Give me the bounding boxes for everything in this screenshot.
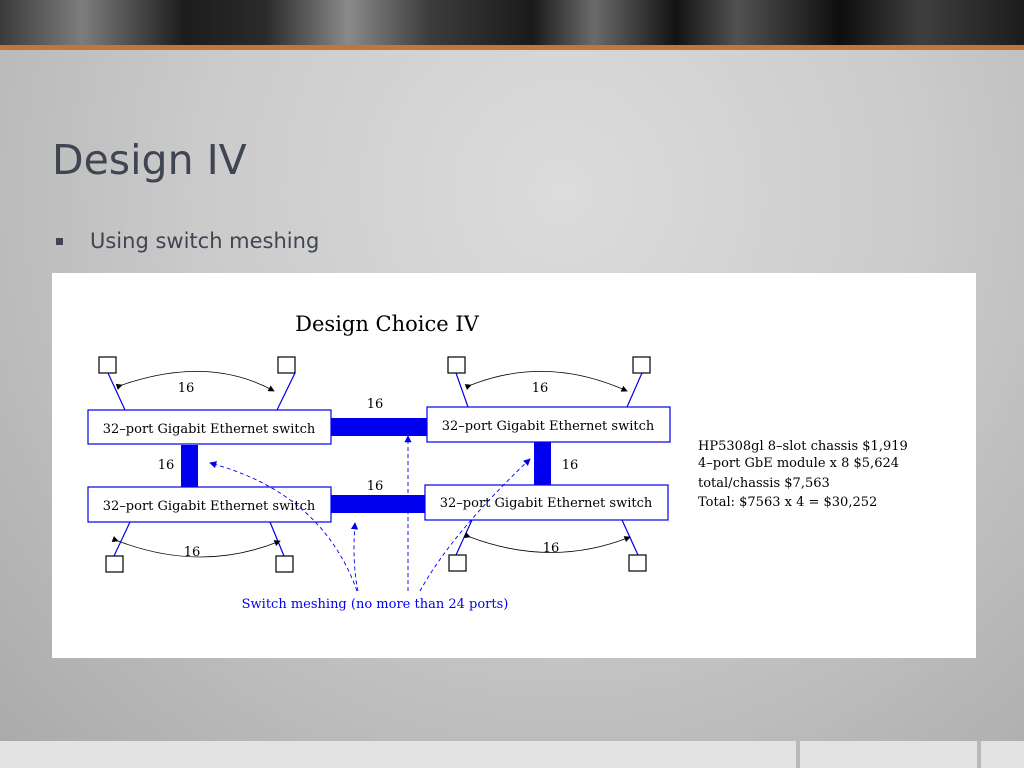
footer-bar — [0, 741, 1024, 768]
meshing-pointers — [209, 435, 531, 592]
cost-summary: HP5308gl 8–slot chassis $1,919 4–port Gb… — [698, 439, 908, 510]
meshing-note: Switch meshing (no more than 24 ports) — [242, 597, 509, 612]
cost-line: 4–port GbE module x 8 $5,624 — [698, 456, 899, 471]
mesh-link-left — [181, 445, 198, 487]
switch-label: 32–port Gigabit Ethernet switch — [103, 422, 316, 437]
link-label: 16 — [532, 381, 549, 396]
cost-line: total/chassis $7,563 — [698, 476, 830, 491]
port-group-arrows — [111, 370, 631, 558]
host-node — [98, 356, 117, 374]
bullet-item: Using switch meshing — [56, 229, 319, 253]
diagram-figure: Design Choice IV 32–port Gigabit Etherne… — [52, 273, 976, 658]
footer-divider — [977, 741, 981, 768]
link-label: 16 — [178, 381, 195, 396]
switch-bottom-left: 32–port Gigabit Ethernet switch — [87, 486, 332, 523]
footer-divider — [796, 741, 800, 768]
switch-label: 32–port Gigabit Ethernet switch — [103, 499, 316, 514]
host-node — [277, 356, 296, 374]
link-label: 16 — [543, 541, 560, 556]
header-accent-line — [0, 45, 1024, 50]
cost-line: HP5308gl 8–slot chassis $1,919 — [698, 439, 908, 454]
switch-bottom-right: 32–port Gigabit Ethernet switch — [424, 484, 669, 521]
switch-top-right: 32–port Gigabit Ethernet switch — [426, 406, 671, 443]
link-label: 16 — [562, 458, 579, 473]
bullet-square-icon — [56, 237, 63, 245]
host-node — [447, 356, 466, 374]
link-label: 16 — [367, 479, 384, 494]
cost-line: Total: $7563 x 4 = $30,252 — [698, 495, 877, 510]
switch-top-left: 32–port Gigabit Ethernet switch — [87, 409, 332, 445]
header-banner — [0, 0, 1024, 46]
host-nodes — [98, 356, 651, 573]
switch-label: 32–port Gigabit Ethernet switch — [442, 419, 655, 434]
link-labels: 16 16 16 16 16 16 16 16 — [158, 381, 579, 560]
mesh-link-bottom — [330, 495, 428, 513]
switch-label: 32–port Gigabit Ethernet switch — [440, 496, 653, 511]
link-label: 16 — [367, 397, 384, 412]
host-node — [448, 554, 467, 572]
slide-title: Design IV — [52, 136, 247, 184]
mesh-link-right — [534, 442, 551, 485]
diagram-title: Design Choice IV — [295, 312, 480, 336]
link-label: 16 — [158, 458, 175, 473]
network-diagram: Design Choice IV 32–port Gigabit Etherne… — [87, 312, 908, 612]
mesh-link-top — [330, 418, 428, 436]
host-node — [632, 356, 651, 374]
host-node — [628, 554, 647, 572]
bullet-text: Using switch meshing — [90, 229, 320, 253]
host-node — [105, 555, 124, 573]
link-label: 16 — [184, 545, 201, 560]
host-node — [275, 555, 294, 573]
